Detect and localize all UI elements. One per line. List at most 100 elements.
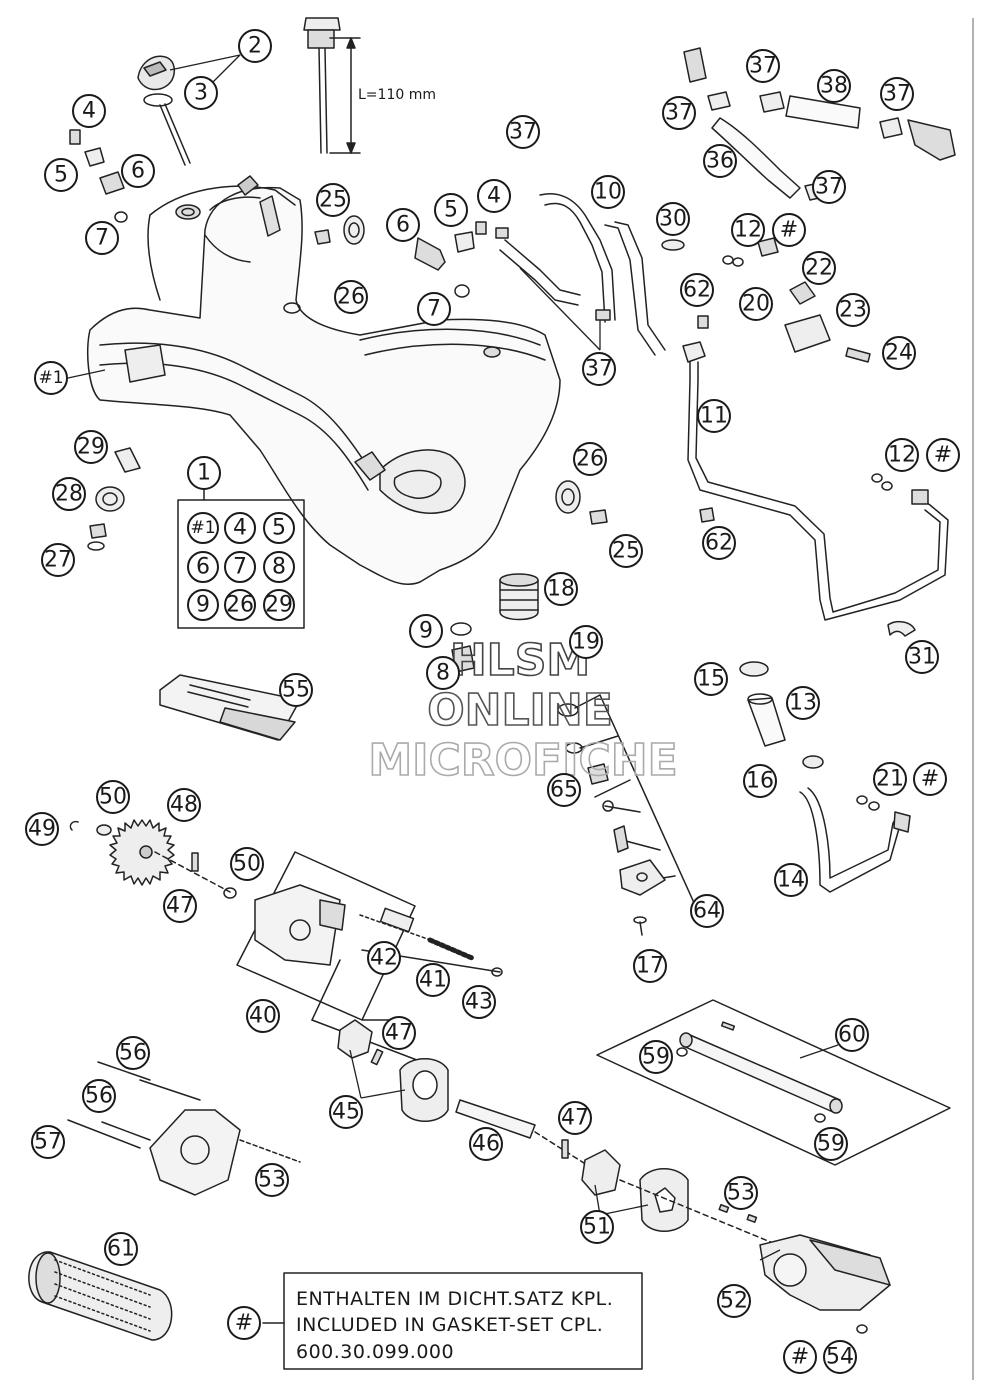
callout[interactable]: 27	[41, 543, 75, 577]
callout[interactable]: #	[926, 438, 960, 472]
callout[interactable]: 48	[167, 788, 201, 822]
callout[interactable]: 47	[382, 1016, 416, 1050]
callout[interactable]: 37	[812, 170, 846, 204]
callout[interactable]: 47	[163, 889, 197, 923]
callout[interactable]: 50	[96, 780, 130, 814]
svg-text:65: 65	[550, 778, 578, 803]
callout[interactable]: 7	[85, 221, 119, 255]
svg-text:31: 31	[908, 645, 936, 670]
callout[interactable]: 38	[817, 69, 851, 103]
callout[interactable]: 62	[702, 526, 736, 560]
callout[interactable]: 54	[823, 1340, 857, 1374]
kit-item[interactable]: 4	[224, 512, 256, 544]
callout[interactable]: 6	[386, 208, 420, 242]
callout[interactable]: 37	[662, 96, 696, 130]
callout[interactable]: 25	[316, 183, 350, 217]
callout[interactable]: 37	[582, 352, 616, 386]
pump-cover-left	[68, 1062, 300, 1195]
callout[interactable]: #	[227, 1306, 261, 1340]
callout[interactable]: #1	[34, 361, 68, 395]
callout[interactable]: 10	[591, 175, 625, 209]
callout[interactable]: 40	[246, 999, 280, 1033]
callout[interactable]: #	[913, 762, 947, 796]
callout[interactable]: 26	[573, 442, 607, 476]
callout[interactable]: 15	[694, 662, 728, 696]
callout[interactable]: 37	[880, 77, 914, 111]
callout[interactable]: 9	[409, 614, 443, 648]
callout[interactable]: 57	[31, 1125, 65, 1159]
callout[interactable]: 16	[743, 764, 777, 798]
callout[interactable]: 61	[104, 1232, 138, 1266]
callout[interactable]: 56	[116, 1036, 150, 1070]
callout[interactable]: 4	[477, 179, 511, 213]
callout[interactable]: 14	[774, 863, 808, 897]
kit-item[interactable]: 6	[187, 551, 219, 583]
kit-item[interactable]: 8	[263, 551, 295, 583]
kit-item[interactable]: 9	[187, 589, 219, 621]
callout[interactable]: 47	[558, 1101, 592, 1135]
svg-text:8: 8	[272, 555, 286, 580]
callout[interactable]: 51	[580, 1210, 614, 1244]
callout[interactable]: 28	[52, 477, 86, 511]
callout[interactable]: 19	[569, 625, 603, 659]
callout[interactable]: 31	[905, 640, 939, 674]
svg-text:#: #	[235, 1311, 253, 1336]
callout[interactable]: 5	[44, 158, 78, 192]
callout[interactable]: 20	[739, 287, 773, 321]
svg-text:25: 25	[612, 539, 640, 564]
callout[interactable]: 59	[639, 1040, 673, 1074]
kit-item[interactable]: 7	[224, 551, 256, 583]
callout[interactable]: 65	[547, 773, 581, 807]
callout[interactable]: #	[772, 213, 806, 247]
callout[interactable]: 43	[462, 985, 496, 1019]
callout[interactable]: 36	[703, 144, 737, 178]
callout[interactable]: 6	[121, 154, 155, 188]
callout[interactable]: 12	[731, 213, 765, 247]
callout[interactable]: 22	[802, 251, 836, 285]
callout[interactable]: 18	[544, 572, 578, 606]
callout[interactable]: 53	[724, 1176, 758, 1210]
callout[interactable]: 4	[72, 94, 106, 128]
callout[interactable]: 26	[334, 280, 368, 314]
callout[interactable]: 7	[417, 292, 451, 326]
callout[interactable]: 42	[367, 941, 401, 975]
callout[interactable]: 45	[329, 1095, 363, 1129]
callout[interactable]: 1	[187, 456, 221, 490]
callout[interactable]: 50	[230, 847, 264, 881]
callout[interactable]: 52	[717, 1284, 751, 1318]
callout[interactable]: 62	[680, 273, 714, 307]
callout[interactable]: 29	[74, 430, 108, 464]
callout[interactable]: 37	[506, 115, 540, 149]
kit-item[interactable]: 26	[224, 589, 256, 621]
callout[interactable]: 3	[184, 76, 218, 110]
svg-text:37: 37	[665, 101, 693, 126]
callout[interactable]: 25	[609, 534, 643, 568]
kit-item[interactable]: 5	[263, 512, 295, 544]
callout[interactable]: 11	[697, 399, 731, 433]
callout[interactable]: 56	[82, 1079, 116, 1113]
kit-item[interactable]: 29	[263, 589, 295, 621]
callout[interactable]: 23	[836, 293, 870, 327]
callout[interactable]: 64	[690, 894, 724, 928]
callout[interactable]: 37	[746, 49, 780, 83]
callout[interactable]: 12	[885, 438, 919, 472]
callout[interactable]: 30	[656, 202, 690, 236]
callout[interactable]: 2	[238, 29, 272, 63]
callout[interactable]: 49	[25, 812, 59, 846]
callout[interactable]: 46	[469, 1127, 503, 1161]
callout[interactable]: #	[783, 1340, 817, 1374]
callout[interactable]: 59	[814, 1127, 848, 1161]
callout[interactable]: 21	[873, 762, 907, 796]
callout[interactable]: 13	[786, 686, 820, 720]
callout[interactable]: 55	[279, 673, 313, 707]
callout[interactable]: 53	[255, 1163, 289, 1197]
callout[interactable]: 17	[633, 949, 667, 983]
callout[interactable]: 41	[416, 963, 450, 997]
callout[interactable]: 8	[426, 656, 460, 690]
svg-text:62: 62	[683, 278, 711, 303]
callout[interactable]: 24	[882, 336, 916, 370]
kit-item[interactable]: #1	[187, 512, 219, 544]
callout[interactable]: 60	[835, 1018, 869, 1052]
callout[interactable]: 5	[434, 193, 468, 227]
svg-text:7: 7	[233, 555, 247, 580]
